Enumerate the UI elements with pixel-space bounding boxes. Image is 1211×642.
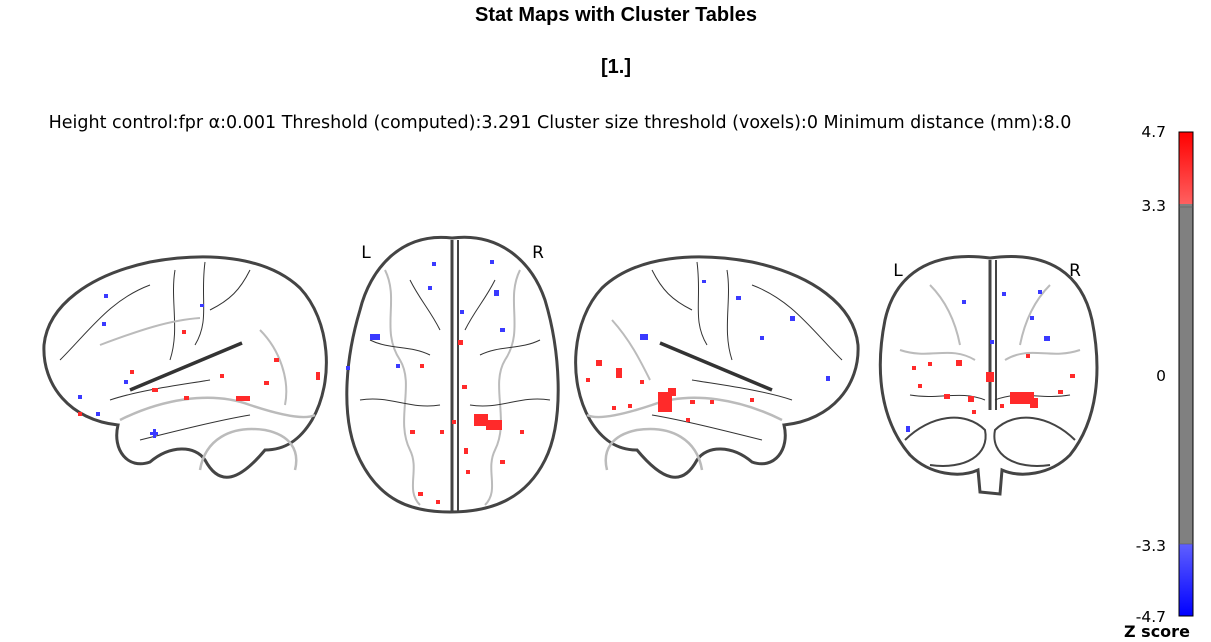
coronal-left-label: L xyxy=(893,261,903,281)
axial-right-label: R xyxy=(532,243,544,263)
axial-left-label: L xyxy=(361,243,371,263)
colorbar-title: Z score xyxy=(1124,622,1190,641)
page-title: Stat Maps with Cluster Tables xyxy=(475,4,757,26)
colorbar-tick-threshold-neg: -3.3 xyxy=(1135,537,1166,555)
sagittal-left-view xyxy=(42,255,328,479)
coronal-right-label: R xyxy=(1069,261,1081,281)
threshold-parameters: Height control:fpr α:0.001 Threshold (co… xyxy=(48,113,1072,133)
colorbar-tick-min: -4.7 xyxy=(1135,608,1166,626)
colorbar-tick-zero: 0 xyxy=(1156,367,1166,385)
colorbar-tick-threshold-pos: 3.3 xyxy=(1141,197,1166,215)
sagittal-right-view xyxy=(574,255,860,479)
axial-view xyxy=(345,235,560,514)
colorbar-tick-max: 4.7 xyxy=(1141,123,1166,141)
colorbar xyxy=(1178,131,1194,617)
contrast-label: [1.] xyxy=(601,56,631,78)
coronal-view xyxy=(878,255,1099,496)
